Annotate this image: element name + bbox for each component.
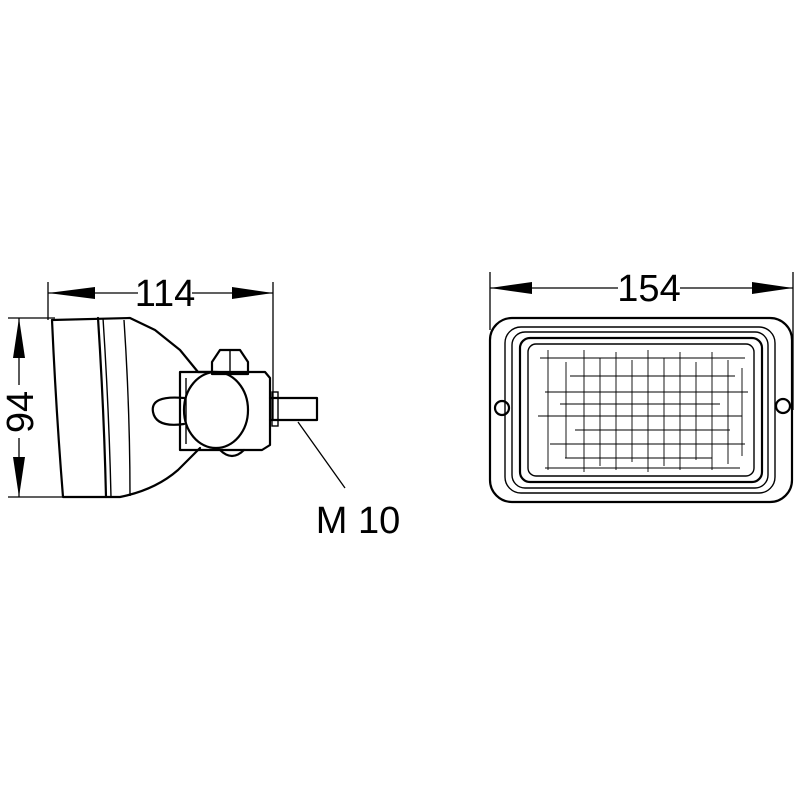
dimension-114: 114 bbox=[48, 273, 273, 315]
frame-ring-2 bbox=[504, 326, 776, 494]
dimension-label-154: 154 bbox=[617, 268, 680, 310]
side-view: 114 94 M 10 bbox=[0, 273, 400, 542]
nut bbox=[210, 348, 250, 376]
housing-edge bbox=[123, 319, 131, 497]
frame-ring-4 bbox=[518, 336, 764, 484]
lens-frame bbox=[527, 343, 755, 477]
leader-line-m10 bbox=[297, 421, 346, 489]
screw-left-icon bbox=[493, 399, 511, 417]
thread-label: M 10 bbox=[316, 500, 400, 542]
lens-rim-inner bbox=[102, 317, 112, 498]
dimension-154: 154 bbox=[490, 268, 793, 310]
mounting-bracket bbox=[178, 370, 272, 452]
lens-pattern bbox=[538, 350, 748, 472]
outer-frame bbox=[488, 316, 794, 504]
dimension-label-114: 114 bbox=[135, 273, 196, 315]
dimension-label-94: 94 bbox=[0, 391, 42, 433]
frame-ring-3 bbox=[511, 331, 769, 489]
adjust-wing bbox=[151, 396, 186, 426]
bottom-lug bbox=[218, 448, 246, 458]
housing-outline bbox=[50, 316, 217, 499]
lens-rim bbox=[96, 316, 108, 499]
dimension-94: 94 bbox=[0, 318, 42, 497]
bolt-m10 bbox=[268, 396, 319, 422]
screw-right-icon bbox=[774, 397, 792, 415]
front-view: 154 bbox=[488, 268, 794, 504]
pivot-knob bbox=[182, 370, 250, 450]
